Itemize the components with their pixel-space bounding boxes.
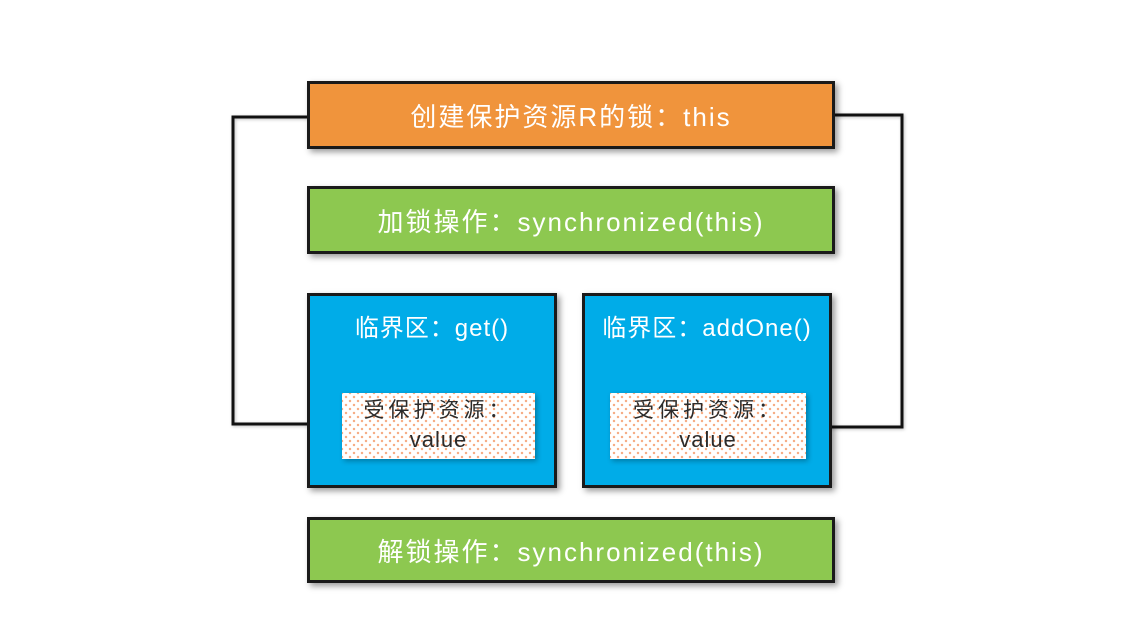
protected-resource-value-right: value <box>679 427 737 453</box>
unlock-operation-box: 解锁操作：synchronized(this) <box>307 517 835 583</box>
protected-resource-label-right: 受保护资源： <box>633 398 783 422</box>
protected-resource-label-left: 受保护资源： <box>363 398 514 422</box>
critical-section-get-title: 临界区：get() <box>354 315 510 342</box>
protected-resource-box-left: 受保护资源： value <box>342 393 535 459</box>
protected-resource-box-right: 受保护资源： value <box>610 393 806 459</box>
unlock-operation-label: 解锁操作：synchronized(this) <box>377 536 765 567</box>
protected-resource-value-left: value <box>409 427 468 453</box>
critical-section-addone-title: 临界区：addOne() <box>602 315 812 342</box>
create-lock-box: 创建保护资源R的锁：this <box>307 81 835 149</box>
lock-operation-label: 加锁操作：synchronized(this) <box>377 206 765 237</box>
lock-operation-box: 加锁操作：synchronized(this) <box>307 186 835 254</box>
create-lock-label: 创建保护资源R的锁：this <box>410 101 732 132</box>
